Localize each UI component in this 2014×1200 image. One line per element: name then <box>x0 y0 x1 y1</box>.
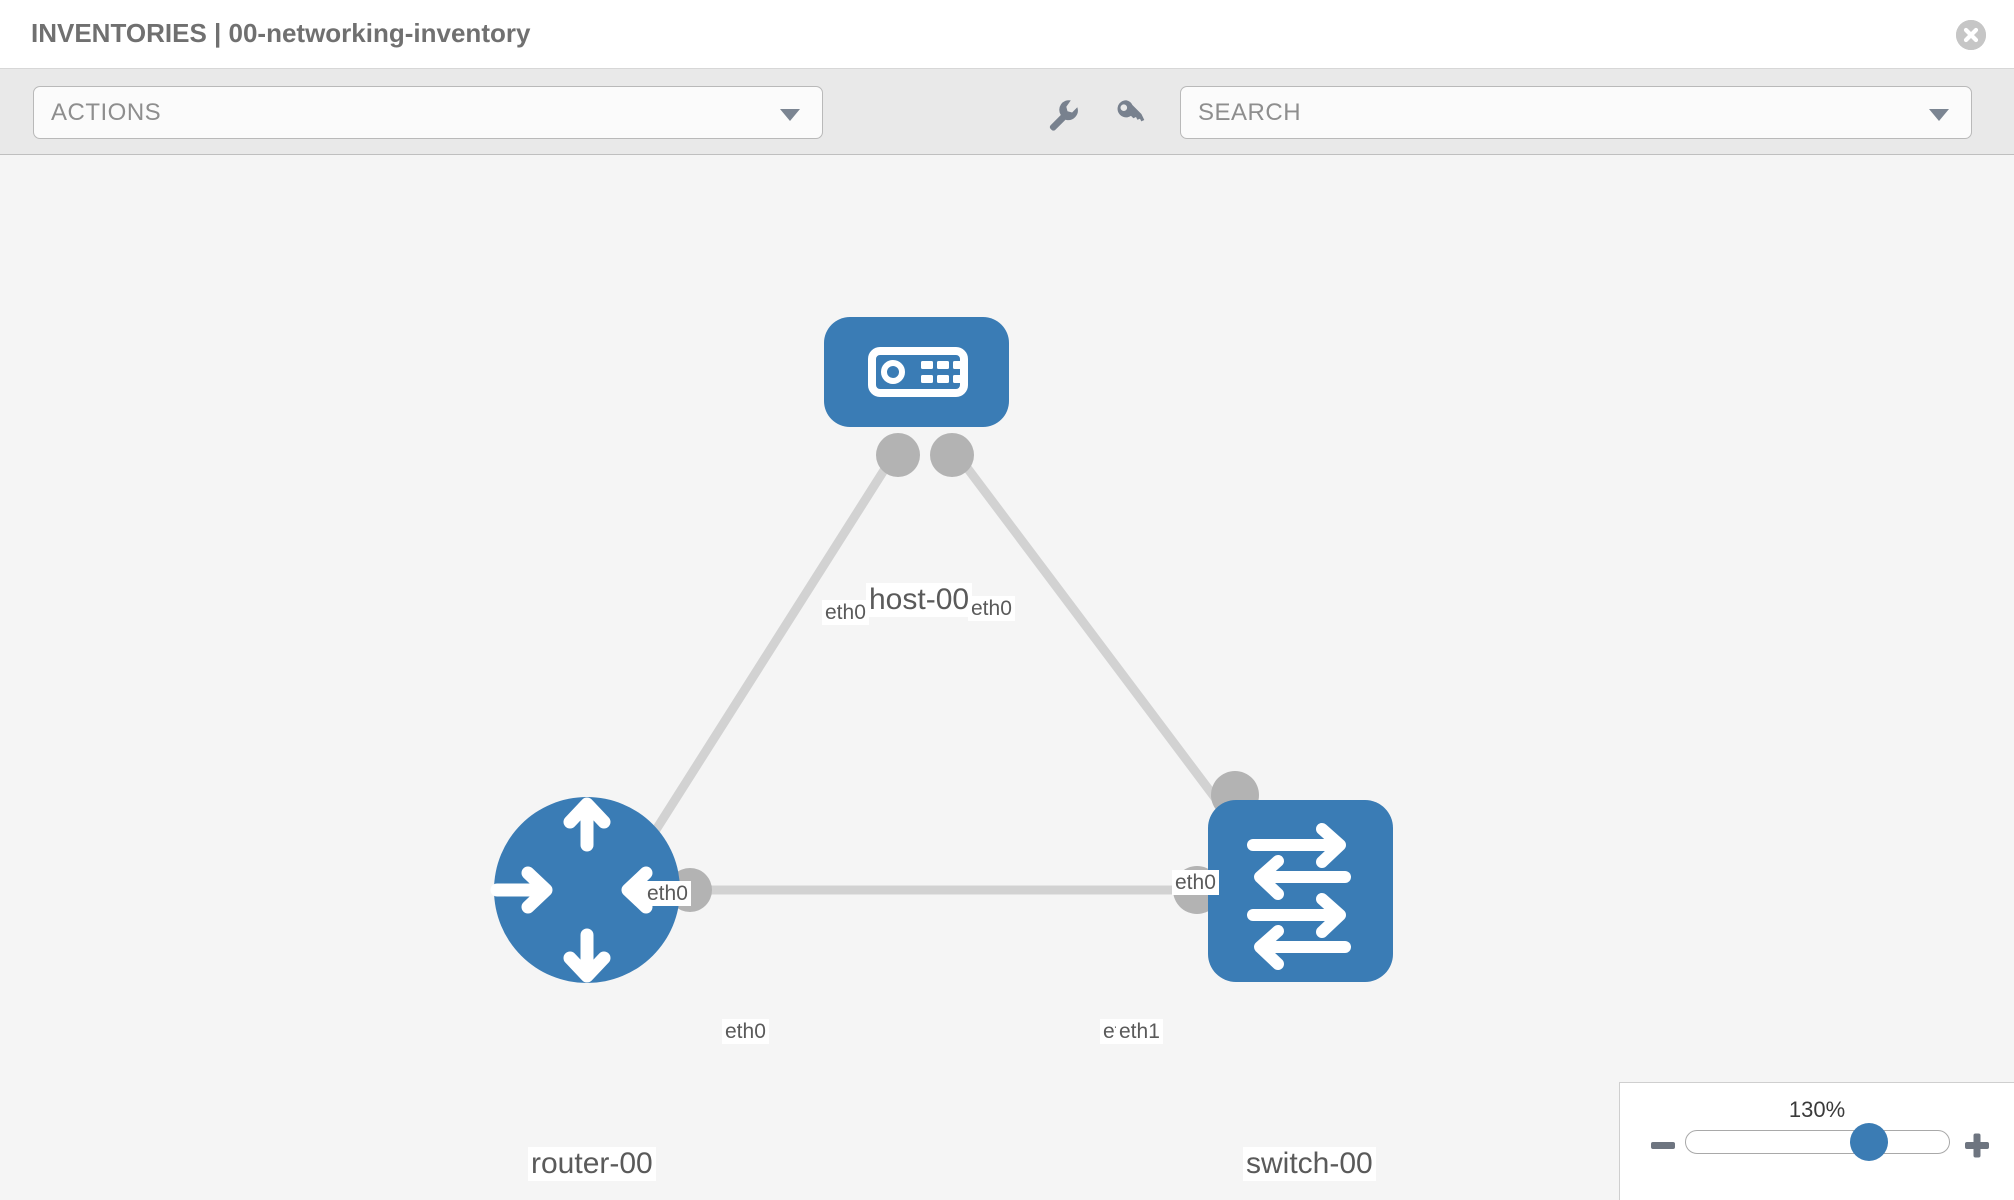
port-host-right <box>930 433 974 477</box>
port-group <box>620 433 1259 914</box>
search-input[interactable]: SEARCH <box>1180 86 1972 139</box>
port-host-left <box>876 433 920 477</box>
chevron-down-icon <box>1929 109 1949 121</box>
node-switch-00[interactable] <box>1208 800 1393 982</box>
actions-dropdown-label: ACTIONS <box>51 99 162 126</box>
node-host-00[interactable] <box>824 317 1009 427</box>
close-icon[interactable] <box>1956 20 1986 50</box>
wrench-icon[interactable] <box>1045 96 1081 132</box>
topology-graph <box>490 317 1393 983</box>
app-header: INVENTORIES | 00-networking-inventory <box>0 0 2014 69</box>
link-group <box>635 440 1267 895</box>
key-icon[interactable] <box>1113 96 1149 132</box>
iface-label-router-up: eth0 <box>644 881 691 906</box>
link-host-router <box>635 440 905 860</box>
node-router-00[interactable] <box>490 797 684 983</box>
toolbar: ACTIONS SEARCH <box>0 69 2014 155</box>
node-label-router-00: router-00 <box>528 1147 656 1181</box>
iface-label-switch-left-eth1: eth1 <box>1116 1019 1163 1044</box>
iface-label-switch-up: eth0 <box>1172 870 1219 895</box>
node-label-switch-00: switch-00 <box>1243 1147 1376 1181</box>
iface-label-router-right: eth0 <box>722 1019 769 1044</box>
page-title: INVENTORIES | 00-networking-inventory <box>31 18 531 48</box>
zoom-slider-thumb[interactable] <box>1850 1123 1888 1161</box>
iface-label-host-left: eth0 <box>822 600 869 625</box>
node-label-host-00: host-00 <box>866 583 973 617</box>
link-host-switch <box>945 440 1263 860</box>
minus-icon[interactable] <box>1648 1131 1678 1166</box>
zoom-level-value: 130% <box>1788 1097 1846 1122</box>
topology-canvas[interactable]: eth0 eth0 host-00 eth0 eth0 eth0 eth0 et… <box>0 155 2014 1200</box>
plus-icon[interactable] <box>1962 1131 1992 1166</box>
server-appliance-icon <box>868 347 968 397</box>
iface-label-host-right: eth0 <box>968 596 1015 621</box>
chevron-down-icon <box>780 109 800 121</box>
bidirectional-arrows-icon <box>1247 823 1351 970</box>
zoom-slider-track[interactable] <box>1685 1130 1950 1154</box>
search-placeholder-label: SEARCH <box>1198 99 1302 126</box>
actions-dropdown[interactable]: ACTIONS <box>33 86 823 139</box>
zoom-control-panel: 130% <box>1619 1082 2014 1200</box>
